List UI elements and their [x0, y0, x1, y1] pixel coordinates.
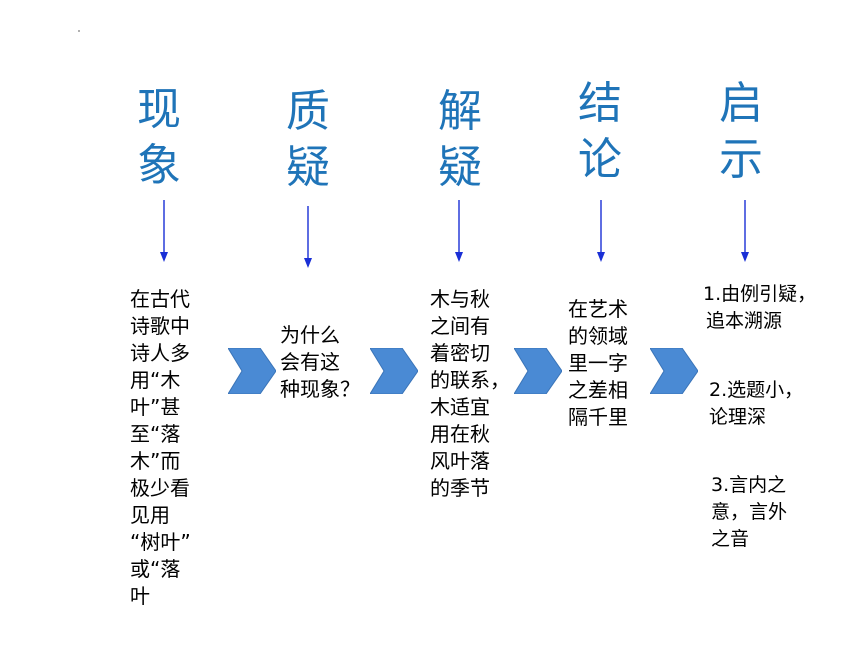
phenomenon-line: 在古代	[130, 287, 190, 311]
insight-2-line-2: 论理深	[709, 406, 767, 428]
conclusion-line: 的领域	[568, 324, 628, 348]
conclusion-line: 在艺术	[568, 297, 628, 321]
heading-insight-char-1: 启	[719, 78, 763, 129]
question-line: 种现象？	[280, 377, 360, 401]
insight-1-line-2: 追本溯源	[706, 310, 783, 332]
heading-conclusion-char-1: 结	[578, 78, 622, 129]
phenomenon-line: 极少看	[130, 476, 190, 500]
resolution-line: 的季节	[430, 476, 490, 500]
resolution-line: 木适宜	[430, 395, 490, 419]
question-text: 为什么 会有这 种现象？	[280, 322, 360, 403]
down-arrow-icon	[160, 200, 168, 262]
phenomenon-line: “树叶”	[130, 530, 191, 554]
phenomenon-line: 木”而	[130, 449, 181, 473]
resolution-line: 用在秋	[430, 422, 490, 446]
chevron-right-icon	[650, 348, 698, 394]
insight-3-line-2: 意，言外	[711, 501, 788, 523]
heading-resolution-char-2: 疑	[438, 142, 482, 193]
down-arrow-icon	[304, 206, 312, 268]
insight-3: 3.言内之 意，言外 之音	[711, 472, 787, 553]
phenomenon-line: 或“落	[130, 557, 181, 581]
down-arrow-icon	[455, 200, 463, 262]
heading-question-char-1: 质	[286, 86, 330, 137]
decorative-dot	[78, 30, 80, 32]
insight-3-line-1: 3.言内之	[711, 474, 787, 496]
down-arrow-icon	[741, 200, 749, 262]
heading-phenomenon-char-1: 现	[137, 84, 181, 135]
resolution-line: 的联系，	[430, 368, 510, 392]
heading-insight: 启 示	[706, 76, 776, 188]
insight-1: 1.由例引疑， 追本溯源	[703, 281, 816, 335]
phenomenon-line: 用“木	[130, 368, 181, 392]
heading-phenomenon-char-2: 象	[137, 140, 181, 191]
insight-3-line-3: 之音	[711, 528, 750, 550]
heading-phenomenon: 现 象	[124, 82, 194, 194]
phenomenon-line: 叶”甚	[130, 395, 181, 419]
question-line: 为什么	[280, 323, 340, 347]
conclusion-text: 在艺术 的领域 里一字 之差相 隔千里	[568, 296, 628, 431]
heading-resolution-char-1: 解	[438, 86, 482, 137]
heading-question: 质 疑	[273, 84, 343, 196]
heading-conclusion-char-2: 论	[578, 134, 622, 185]
resolution-line: 着密切	[430, 341, 490, 365]
conclusion-line: 之差相	[568, 378, 628, 402]
insight-1-line-1: 1.由例引疑，	[703, 283, 817, 305]
chevron-right-icon	[370, 348, 418, 394]
resolution-line: 风叶落	[430, 449, 490, 473]
insight-2: 2.选题小， 论理深	[709, 377, 803, 431]
insight-2-line-1: 2.选题小，	[709, 379, 804, 401]
phenomenon-line: 见用	[130, 503, 170, 527]
heading-question-char-2: 疑	[286, 142, 330, 193]
chevron-right-icon	[514, 348, 562, 394]
question-line: 会有这	[280, 350, 340, 374]
phenomenon-text: 在古代 诗歌中 诗人多 用“木 叶”甚 至“落 木”而 极少看 见用 “树叶” …	[130, 286, 191, 610]
phenomenon-line: 叶	[130, 584, 150, 608]
resolution-line: 木与秋	[430, 287, 490, 311]
conclusion-line: 里一字	[568, 351, 628, 375]
resolution-line: 之间有	[430, 314, 490, 338]
heading-resolution: 解 疑	[425, 84, 495, 196]
phenomenon-line: 诗歌中	[130, 314, 190, 338]
down-arrow-icon	[597, 200, 605, 262]
conclusion-line: 隔千里	[568, 405, 628, 429]
phenomenon-line: 至“落	[130, 422, 181, 446]
heading-conclusion: 结 论	[565, 76, 635, 188]
heading-insight-char-2: 示	[719, 134, 763, 185]
resolution-text: 木与秋 之间有 着密切 的联系， 木适宜 用在秋 风叶落 的季节	[430, 286, 510, 502]
chevron-right-icon	[228, 348, 276, 394]
phenomenon-line: 诗人多	[130, 341, 190, 365]
